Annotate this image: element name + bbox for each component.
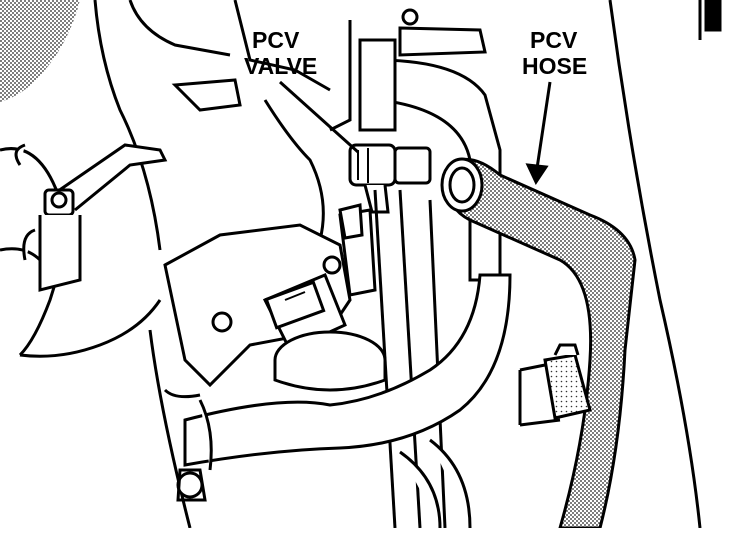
- pcv-hose-label-line1: PCV: [530, 27, 578, 53]
- pcv-hose-label-line2: HOSE: [522, 53, 587, 79]
- pcv-valve: [348, 143, 432, 214]
- lower-left-housing: [148, 329, 213, 529]
- leader-lines: [278, 80, 552, 186]
- coolant-pipe: [183, 273, 512, 529]
- idle-air-control-motor: [163, 223, 387, 392]
- throttle-bracket: [14, 143, 168, 292]
- engine-panel: [171, 0, 352, 241]
- vacuum-tube: [338, 203, 377, 297]
- pcv-valve-label-line2: VALVE: [244, 53, 317, 79]
- right-edge: [608, 0, 722, 529]
- pcv-hose-arrow: [525, 163, 549, 186]
- pcv-valve-label-line1: PCV: [252, 27, 300, 53]
- hose-clip: [518, 343, 592, 427]
- shaded-corner: [0, 0, 80, 102]
- pcv-hose-leader: [534, 81, 552, 176]
- frame-rails: [373, 189, 447, 529]
- air-intake-pipe: [358, 8, 502, 282]
- pcv-valve-leader: [278, 80, 360, 154]
